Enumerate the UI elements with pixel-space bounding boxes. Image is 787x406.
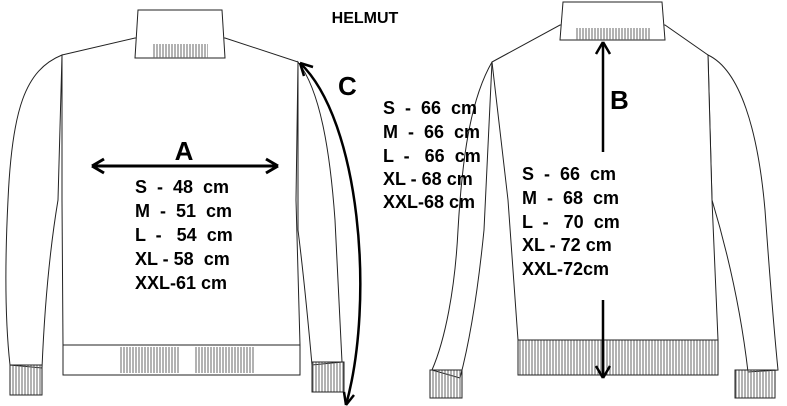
size-row: XXL-72cm xyxy=(522,259,609,279)
size-row: S - 66 cm xyxy=(383,98,477,118)
size-row: M - 51 cm xyxy=(135,201,232,221)
front-left-cuff xyxy=(9,364,43,396)
size-row: L - 70 cm xyxy=(522,212,620,232)
size-row: L - 66 cm xyxy=(383,146,481,166)
size-row: M - 68 cm xyxy=(522,188,619,208)
measurement-a-label: A xyxy=(175,136,194,166)
size-row: S - 48 cm xyxy=(135,177,229,197)
size-row: S - 66 cm xyxy=(522,164,616,184)
arrowhead-icon xyxy=(594,41,612,379)
measurement-b-label: B xyxy=(610,85,629,115)
front-waistband xyxy=(62,344,301,376)
measurement-c-label: C xyxy=(338,71,357,101)
front-waist-ribbing xyxy=(195,347,255,373)
size-row: XXL-68 cm xyxy=(383,192,475,212)
arrowhead-icon xyxy=(91,157,279,175)
front-right-sleeve xyxy=(297,60,343,366)
measurement-b: B S - 66 cm M - 68 cm L - 70 cm XL - 72 … xyxy=(522,41,629,379)
back-right-cuff xyxy=(734,369,776,399)
back-collar-ribbing xyxy=(575,28,650,40)
front-collar-ribbing xyxy=(152,44,208,58)
product-title: HELMUT xyxy=(332,10,399,27)
size-row: XL - 72 cm xyxy=(522,235,612,255)
back-left-sleeve xyxy=(431,61,493,379)
size-row: XL - 58 cm xyxy=(135,249,230,269)
arrowhead-icon xyxy=(298,61,355,406)
measurement-c-arrow xyxy=(299,62,362,406)
measurement-a: A S - 48 cm M - 51 cm L - 54 cm XL - 58 … xyxy=(91,136,279,293)
front-waist-ribbing xyxy=(120,347,180,373)
back-right-sleeve xyxy=(707,54,779,373)
size-row: L - 54 cm xyxy=(135,225,233,245)
front-sweater-illustration xyxy=(5,9,345,396)
size-row: XXL-61 cm xyxy=(135,273,227,293)
back-left-cuff xyxy=(429,369,463,399)
front-right-cuff xyxy=(311,361,345,393)
back-waistband xyxy=(517,339,719,376)
front-left-sleeve xyxy=(5,54,63,369)
back-sweater-illustration xyxy=(429,1,779,399)
size-row: XL - 68 cm xyxy=(383,169,473,189)
size-row: M - 66 cm xyxy=(383,122,480,142)
measurement-c: C S - 66 cm M - 66 cm L - 66 cm XL - 68 … xyxy=(298,61,481,406)
